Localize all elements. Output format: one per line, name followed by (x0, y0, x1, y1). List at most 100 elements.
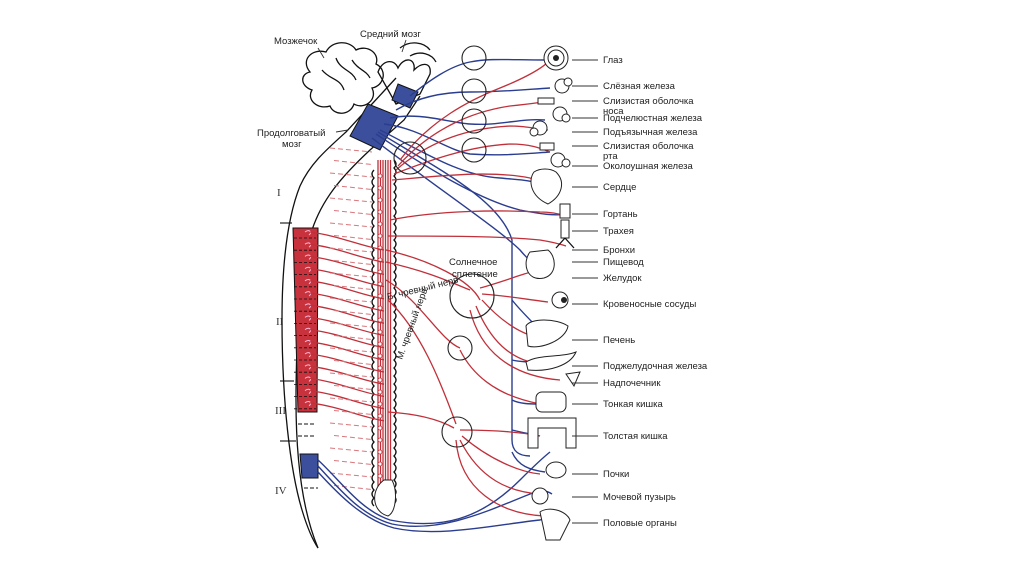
cerebellum (302, 42, 384, 114)
ramus-dash (329, 347, 373, 353)
eye-illustration (543, 45, 569, 71)
ramus-dash (333, 385, 373, 390)
sacral-segment (299, 453, 319, 489)
ramus-dash (329, 297, 373, 303)
preganglionic-fiber (309, 292, 385, 312)
oral-mucosa-illustration (539, 142, 555, 151)
label-midbrain: Средний мозг (360, 29, 421, 40)
ramus-dash (329, 247, 373, 253)
organ-label: Трахея (603, 226, 634, 237)
preganglionic-fiber (309, 402, 385, 422)
ramus-dash (329, 197, 373, 203)
region-label-2: II (276, 316, 284, 328)
ramus-dash (329, 147, 373, 153)
superior-cervical-ganglion (393, 141, 427, 175)
preganglionic-fiber (309, 353, 385, 373)
preganglionic-fiber (309, 328, 385, 349)
organ-label: Почки (603, 469, 629, 480)
ramus-dash (329, 222, 373, 228)
region-label-4: IV (275, 485, 287, 497)
liver-illustration (525, 319, 569, 348)
small-intestine-illustration (535, 391, 567, 413)
ramus-dash (333, 310, 373, 315)
brain-labels: Мозжечок Средний мозг Продолговатый мозг (257, 29, 421, 150)
pterygopalatine-ganglion (461, 78, 487, 104)
ramus-dash (333, 185, 373, 190)
midbrain (377, 42, 437, 105)
lacrimal-gland-illustration (554, 77, 573, 94)
organ-label: Надпочечник (603, 378, 661, 389)
organ-label: Мочевой пузырь (603, 492, 676, 503)
organ-label: Печень (603, 335, 635, 346)
organ-label: Слёзная железа (603, 81, 676, 92)
lumbar-gap (298, 423, 316, 437)
organ-label: Кровеносные сосуды (603, 299, 696, 310)
region-label-3: III (275, 405, 286, 417)
ramus-dash (333, 435, 373, 440)
thoracolumbar-segment (292, 227, 319, 413)
ramus-dash (329, 172, 373, 178)
otic-ganglion (461, 137, 487, 163)
label-cerebellum: Мозжечок (274, 36, 318, 47)
spinal-cord (281, 77, 421, 549)
organ-label: Подъязычная железа (603, 127, 698, 138)
inferior-mesenteric-ganglion (441, 416, 473, 448)
ramus-dash (333, 235, 373, 240)
sympathetic-trunk (371, 159, 397, 507)
organ-label: Глаз (603, 55, 623, 66)
preganglionic-fiber (309, 231, 385, 251)
preganglionic-fiber (309, 267, 385, 288)
organ-label: Тонкая кишка (603, 399, 663, 410)
submandibular-gland-illustration (552, 106, 571, 123)
organ-label: Пищевод (603, 257, 644, 268)
large-intestine-illustration (527, 417, 577, 449)
stomach-illustration (525, 249, 555, 279)
ramus-dash (333, 260, 373, 265)
gray-rami-dashes (329, 147, 373, 490)
label-solar-plexus-2: сплетение (452, 269, 498, 280)
organs-illustrations (374, 45, 581, 541)
superior-mesenteric-ganglion (447, 335, 473, 361)
ramus-dash (333, 460, 373, 465)
spinal-region-labels: I II III IV (275, 187, 287, 497)
ramus-dash (333, 360, 373, 365)
medulla-parasympathetic-nucleus (349, 103, 399, 151)
genitals-illustration (539, 508, 571, 541)
label-medulla-line1: Продолговатый (257, 128, 325, 139)
ramus-dash (333, 335, 373, 340)
organ-label: Гортань (603, 209, 638, 220)
ramus-dash (329, 422, 373, 428)
ramus-dash (329, 472, 373, 478)
pancreas-illustration (525, 351, 577, 371)
label-solar-plexus-1: Солнечное (449, 257, 497, 268)
parotid-gland-illustration (550, 152, 571, 168)
adrenal-gland-illustration (565, 371, 581, 388)
preganglionic-fiber (309, 255, 385, 276)
kidney-illustration (545, 461, 567, 479)
sacral-plexus-illustration (374, 479, 396, 517)
organ-label: Желудок (603, 273, 642, 284)
ramus-dash (333, 210, 373, 215)
nasal-mucosa-illustration (537, 97, 555, 105)
organ-label: Околоушная железа (603, 161, 694, 172)
submandibular-ganglion (461, 108, 487, 134)
ganglia (393, 45, 495, 448)
region-label-1: I (277, 187, 281, 199)
heart-illustration (530, 168, 563, 205)
organ-label: Бронхи (603, 245, 635, 256)
ramus-dash (329, 322, 373, 328)
preganglionic-fiber (309, 341, 385, 361)
ciliary-ganglion (461, 45, 487, 71)
ramus-dash (333, 485, 373, 490)
label-leader-lines (572, 59, 598, 524)
bladder-illustration (531, 487, 549, 505)
ramus-dash (333, 285, 373, 290)
ramus-dash (333, 160, 373, 165)
region-separators (280, 222, 296, 442)
ramus-dash (333, 410, 373, 415)
organ-label: Подчелюстная железа (603, 113, 703, 124)
